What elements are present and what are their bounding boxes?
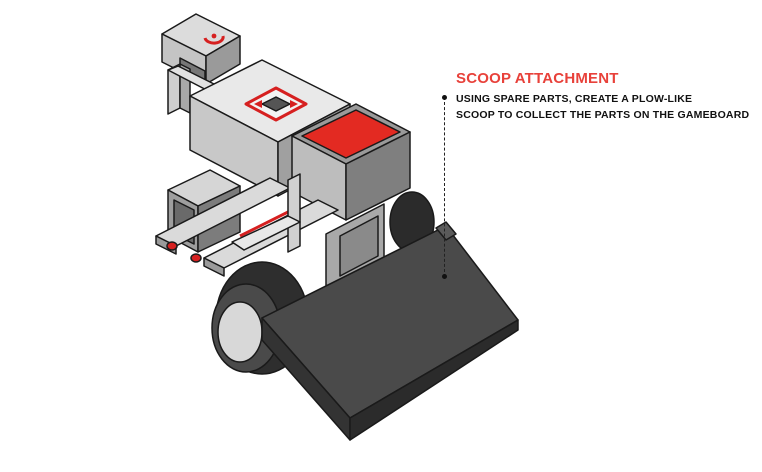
front-motor [325,203,385,293]
callout-leader-start-dot [442,95,447,100]
front-beam [231,173,301,253]
callout-body: USING SPARE PARTS, CREATE A PLOW-LIKE SC… [456,91,756,123]
callout-line-1: USING SPARE PARTS, CREATE A PLOW-LIKE [456,93,693,105]
scoop-attachment [261,221,519,441]
callout-leader-end-dot [442,274,447,279]
red-pegs [166,241,202,263]
display-block [291,103,411,221]
callout-title: SCOOP ATTACHMENT [456,70,619,87]
callout-leader-line [444,97,445,277]
callout-line-2: SCOOP TO COLLECT THE PARTS ON THE GAMEBO… [456,109,750,121]
front-wheel [211,261,309,375]
callout: SCOOP ATTACHMENT USING SPARE PARTS, CREA… [456,70,756,123]
ev3-brick-icon [244,86,308,122]
